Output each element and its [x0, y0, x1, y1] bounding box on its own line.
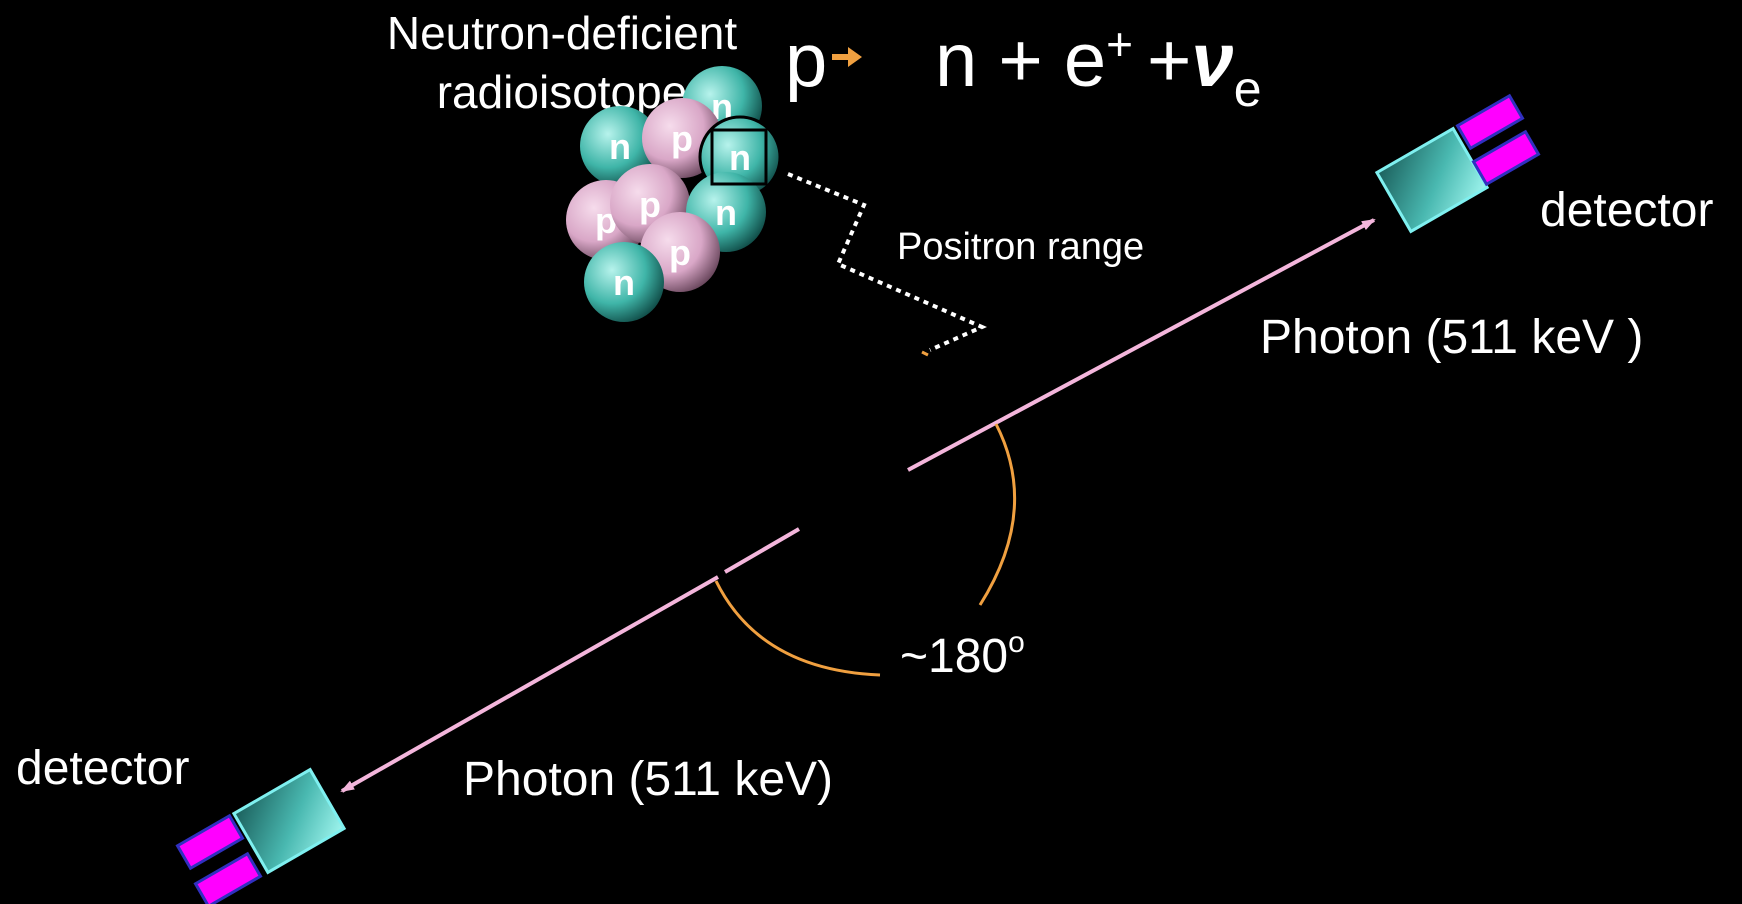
decay-equation: p n + e++νe — [785, 18, 1262, 117]
annihilation-point-mark — [922, 352, 928, 355]
angle-arc-lower — [716, 581, 880, 675]
particle-symbol: p — [671, 118, 693, 159]
isotope-label-line2: radioisotope — [437, 66, 688, 118]
equation-positron-sup: + — [1106, 18, 1133, 70]
angle-arc-upper — [980, 424, 1015, 605]
particle-symbol: n — [715, 192, 737, 233]
angle-label: ~180o — [900, 626, 1025, 683]
particle-symbol: n — [613, 262, 635, 303]
detector-left — [178, 770, 345, 904]
photon-line-lower-segment — [725, 529, 799, 572]
detector-right-label: detector — [1540, 184, 1713, 237]
angle-degree-sup: o — [1008, 626, 1025, 659]
equation-proton: p — [785, 18, 827, 103]
photon-lower-label: Photon (511 keV) — [463, 753, 833, 806]
equation-plus: + — [1147, 18, 1191, 103]
equation-products: n + e++νe — [935, 18, 1262, 117]
equation-neutrino-sub: e — [1234, 61, 1262, 117]
equation-neutrino: ν — [1191, 18, 1233, 103]
photomultiplier-icon — [178, 816, 243, 869]
neutron-particle: n — [584, 242, 664, 322]
equation-neutron-electron: n + e — [935, 18, 1106, 103]
particle-symbol: p — [669, 232, 691, 273]
photon-upper-label: Photon (511 keV ) — [1260, 311, 1643, 364]
angle-value: ~180 — [900, 630, 1008, 683]
detector-left-label: detector — [16, 742, 189, 795]
particle-symbol: n — [729, 137, 751, 178]
reaction-arrow-icon — [832, 47, 862, 67]
positron-range-label: Positron range — [897, 226, 1144, 268]
particle-symbol: n — [609, 126, 631, 167]
detector-right — [1377, 96, 1539, 232]
isotope-label-line1: Neutron-deficient — [387, 7, 738, 59]
